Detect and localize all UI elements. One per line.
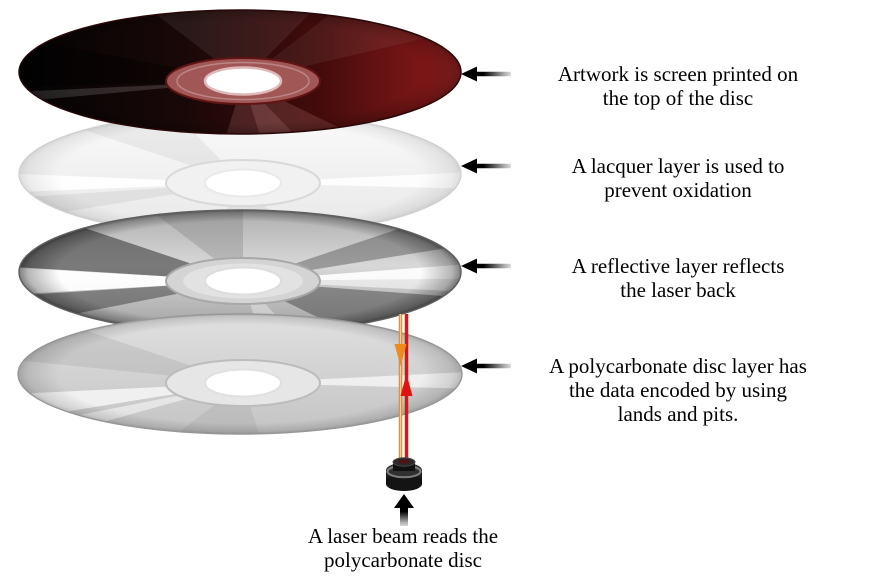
laser-lens	[386, 457, 422, 491]
laser-label: A laser beam reads the polycarbonate dis…	[243, 524, 563, 572]
left-arrow-icon	[461, 358, 511, 374]
disc-artwork	[18, 9, 462, 135]
label-line: A lacquer layer is used to	[571, 154, 785, 178]
left-arrow-icon	[461, 158, 511, 174]
laser-beam	[394, 314, 413, 461]
layer-label-artwork: Artwork is screen printed on the top of …	[461, 62, 846, 110]
label-line: A laser beam reads the	[307, 524, 499, 548]
laser-beam-down-arrowhead-icon	[394, 344, 407, 366]
label-line: prevent oxidation	[604, 178, 752, 202]
label-line: A polycarbonate disc layer has	[549, 354, 807, 378]
layer-label-polycarbonate: A polycarbonate disc layer has the data …	[461, 354, 846, 426]
hub-hole-reflective	[204, 266, 282, 296]
label-line: A reflective layer reflects	[571, 254, 785, 278]
up-arrow-icon	[394, 494, 414, 526]
hub-hole-lacquer	[204, 168, 282, 198]
left-arrow-icon	[461, 258, 511, 274]
hub-hole-artwork	[203, 66, 283, 96]
layer-label-reflective: A reflective layer reflects the laser ba…	[461, 254, 846, 302]
left-arrow-icon	[461, 66, 511, 82]
label-line: lands and pits.	[617, 402, 739, 426]
label-line: polycarbonate disc	[323, 548, 483, 572]
label-line: Artwork is screen printed on	[557, 62, 799, 86]
label-line: the data encoded by using	[568, 378, 788, 402]
laser-beam-up-arrowhead-icon	[400, 374, 413, 396]
layer-label-lacquer: A lacquer layer is used to prevent oxida…	[461, 154, 846, 202]
label-line: the laser back	[620, 278, 736, 302]
label-line: the top of the disc	[602, 86, 754, 110]
hub-hole-polycarbonate	[204, 368, 282, 398]
